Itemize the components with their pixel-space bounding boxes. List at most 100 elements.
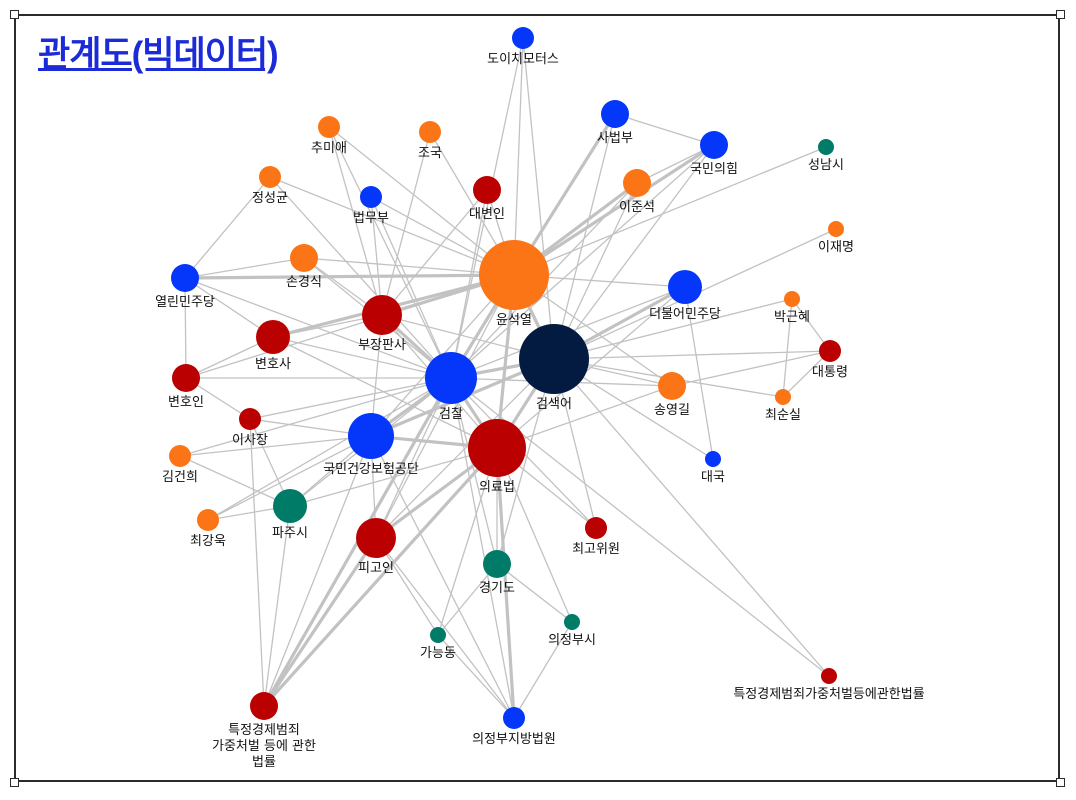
node-label: 국민의힘 <box>690 162 738 177</box>
node-circle[interactable] <box>512 27 534 49</box>
node-circle[interactable] <box>171 264 199 292</box>
node-circle[interactable] <box>250 692 278 720</box>
node-n25[interactable]: 국민건강보험공단 <box>323 413 419 477</box>
node-n5[interactable]: 조국 <box>418 121 442 161</box>
node-circle[interactable] <box>503 707 525 729</box>
edge-layer <box>179 37 837 720</box>
node-circle[interactable] <box>348 413 394 459</box>
node-label: 손경식 <box>286 275 322 290</box>
node-circle[interactable] <box>273 489 307 523</box>
node-n9[interactable]: 이준석 <box>619 169 655 215</box>
node-label: 경기도 <box>479 581 515 596</box>
node-circle[interactable] <box>705 451 721 467</box>
node-n16[interactable]: 부장판사 <box>358 295 406 353</box>
node-n14[interactable]: 더불어민주당 <box>649 270 721 322</box>
node-n36[interactable]: 특정경제범죄가중처벌등에관한법률 <box>733 668 925 702</box>
node-n26[interactable]: 김건희 <box>162 445 198 485</box>
node-circle[interactable] <box>819 340 841 362</box>
node-circle[interactable] <box>668 270 702 304</box>
node-label: 더불어민주당 <box>649 307 721 322</box>
node-circle[interactable] <box>239 408 261 430</box>
node-circle[interactable] <box>172 364 200 392</box>
node-circle[interactable] <box>483 550 511 578</box>
node-n12[interactable]: 윤석열 <box>479 240 549 328</box>
node-n0[interactable]: 도이치모터스 <box>487 27 559 67</box>
node-circle[interactable] <box>430 627 446 643</box>
node-circle[interactable] <box>828 221 844 237</box>
node-n15[interactable]: 박근혜 <box>774 291 810 325</box>
edge-n29-n25 <box>207 435 372 521</box>
node-circle[interactable] <box>362 295 402 335</box>
node-n18[interactable]: 검색어 <box>519 324 589 412</box>
node-circle[interactable] <box>564 614 580 630</box>
node-circle[interactable] <box>784 291 800 307</box>
node-n11[interactable]: 손경식 <box>286 244 322 290</box>
node-n27[interactable]: 의료법 <box>468 419 526 495</box>
node-n28[interactable]: 대국 <box>701 451 725 485</box>
node-label: 특정경제범죄가중처벌등에관한법률 <box>733 687 924 702</box>
node-circle[interactable] <box>821 668 837 684</box>
node-n6[interactable]: 정성균 <box>252 166 288 206</box>
node-n35[interactable]: 가능동 <box>420 627 456 661</box>
node-circle[interactable] <box>360 186 382 208</box>
node-circle[interactable] <box>818 139 834 155</box>
node-circle[interactable] <box>356 518 396 558</box>
node-n20[interactable]: 변호인 <box>168 364 204 410</box>
node-n24[interactable]: 이사장 <box>232 408 268 448</box>
node-circle[interactable] <box>601 100 629 128</box>
page-title[interactable]: 관계도(빅데이터) <box>38 35 279 74</box>
node-n30[interactable]: 파주시 <box>272 489 308 541</box>
edge-n28-n14 <box>684 286 714 460</box>
node-n8[interactable]: 대변인 <box>469 176 505 222</box>
node-label: 성남시 <box>808 158 844 173</box>
node-n10[interactable]: 이재명 <box>818 221 854 255</box>
node-circle[interactable] <box>318 116 340 138</box>
node-n34[interactable]: 의정부시 <box>548 614 596 648</box>
node-n2[interactable]: 국민의힘 <box>690 131 738 177</box>
node-circle[interactable] <box>259 166 281 188</box>
node-circle[interactable] <box>585 517 607 539</box>
node-circle[interactable] <box>468 419 526 477</box>
node-n38[interactable]: 의정부지방법원 <box>472 707 556 747</box>
node-n13[interactable]: 열린민주당 <box>155 264 215 310</box>
node-n31[interactable]: 최고위원 <box>572 517 620 557</box>
node-n17[interactable]: 변호사 <box>255 320 291 372</box>
node-circle[interactable] <box>658 372 686 400</box>
node-label: 정성균 <box>252 191 288 206</box>
edge-n17-n27 <box>272 336 498 449</box>
node-circle[interactable] <box>256 320 290 354</box>
node-circle[interactable] <box>197 509 219 531</box>
node-circle[interactable] <box>775 389 791 405</box>
node-circle[interactable] <box>425 352 477 404</box>
node-n32[interactable]: 피고인 <box>356 518 396 576</box>
node-n7[interactable]: 법무부 <box>353 186 389 226</box>
node-label: 파주시 <box>272 526 308 541</box>
node-n29[interactable]: 최강욱 <box>190 509 226 549</box>
node-n4[interactable]: 추미애 <box>311 116 347 156</box>
node-n19[interactable]: 대통령 <box>812 340 848 380</box>
node-n33[interactable]: 경기도 <box>479 550 515 596</box>
node-label: 검찰 <box>439 407 463 422</box>
node-circle[interactable] <box>419 121 441 143</box>
node-circle[interactable] <box>519 324 589 394</box>
node-circle[interactable] <box>700 131 728 159</box>
edge-n13-n12 <box>183 273 516 280</box>
node-n22[interactable]: 송영길 <box>654 372 690 418</box>
node-n23[interactable]: 최순실 <box>765 389 801 423</box>
node-circle[interactable] <box>479 240 549 310</box>
node-circle[interactable] <box>623 169 651 197</box>
node-n21[interactable]: 검찰 <box>425 352 477 422</box>
node-circle[interactable] <box>169 445 191 467</box>
edge-n26-n21 <box>179 377 452 457</box>
node-circle[interactable] <box>473 176 501 204</box>
node-label: 최강욱 <box>190 534 226 549</box>
edge-n13-n20 <box>184 277 187 379</box>
node-n3[interactable]: 성남시 <box>808 139 844 173</box>
node-n1[interactable]: 사법부 <box>597 100 633 146</box>
edge-n4-n16 <box>328 126 383 316</box>
node-circle[interactable] <box>290 244 318 272</box>
